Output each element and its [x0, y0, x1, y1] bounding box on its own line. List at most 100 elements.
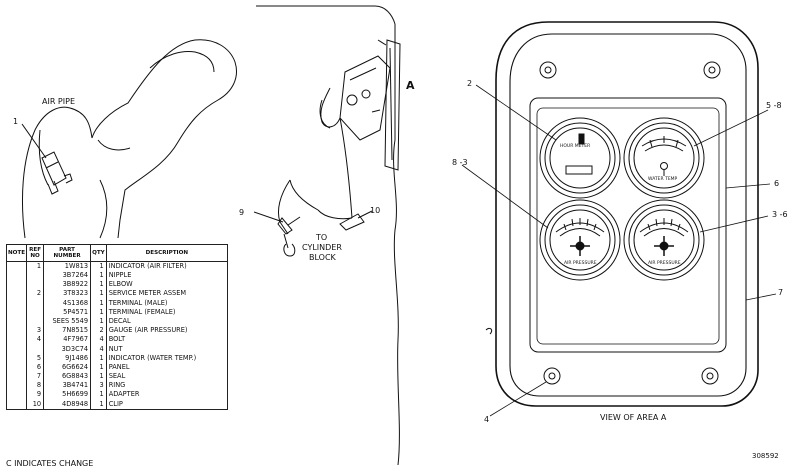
- cell-desc: INDICATOR (WATER TEMP.): [108, 353, 197, 362]
- cell-desc: TERMINAL (MALE): [108, 298, 168, 307]
- cell-qty: 1: [90, 261, 107, 272]
- header-ref-no: REF NO: [26, 244, 45, 262]
- cell-qty: 1: [90, 298, 107, 308]
- cell-desc: PANEL: [108, 362, 130, 371]
- cell-note: [6, 307, 28, 318]
- cell-part: 5P4571: [43, 307, 92, 318]
- callout-8-3: 8 -3: [452, 158, 468, 167]
- air-pressure-gauge-left: [539, 199, 621, 281]
- bracket-drawing: [256, 5, 401, 466]
- cell-ref: 8: [26, 381, 45, 391]
- cell-note: [6, 353, 28, 364]
- cell-part: 3T8323: [43, 289, 92, 299]
- cell-ref: 10: [26, 399, 45, 410]
- callout-4: 4: [484, 415, 490, 424]
- cell-note: [6, 363, 28, 373]
- cell-note: [6, 372, 28, 382]
- view-of-area-label: VIEW OF AREA A: [600, 413, 667, 422]
- gauge-panel-drawing: [495, 21, 759, 407]
- cell-part: 3B4741: [43, 381, 92, 391]
- cell-ref: 2: [26, 289, 45, 299]
- cell-ref: [26, 298, 45, 308]
- cell-note: [6, 344, 28, 354]
- cell-qty: 1: [90, 372, 107, 382]
- cell-part: 4F7967: [43, 335, 92, 345]
- drawing-number: 308592: [752, 452, 779, 460]
- cell-qty: 1: [90, 363, 107, 373]
- cell-desc: NIPPLE: [108, 271, 132, 280]
- loose-marker: [485, 327, 493, 335]
- cell-part: 1W813: [43, 261, 92, 272]
- cell-part: 3B7264: [43, 271, 92, 281]
- hour-meter-text: HOUR METER: [560, 144, 591, 149]
- air-pressure-gauge-right: [623, 199, 705, 281]
- cell-part: SEES 5549: [43, 317, 92, 327]
- cell-ref: 4: [26, 335, 45, 345]
- cell-desc: DECAL: [108, 316, 131, 325]
- cell-qty: 1: [90, 271, 107, 281]
- cell-desc: BOLT: [108, 335, 126, 344]
- cell-note: [6, 381, 28, 391]
- cell-ref: [26, 271, 45, 281]
- callout-6: 6: [774, 179, 780, 188]
- to-cylinder-block-line1: TO: [316, 233, 328, 242]
- cell-ref: [26, 280, 45, 290]
- cell-note: [6, 317, 28, 327]
- callout-leaders: [461, 84, 777, 417]
- cell-note: [6, 326, 28, 336]
- cell-ref: [26, 317, 45, 327]
- temp-sender-wire: [253, 117, 373, 257]
- header-qty: QTY: [90, 244, 107, 262]
- view-a-leader: [377, 39, 387, 46]
- parts-table: NOTE REF NO PART NUMBER QTY DESCRIPTION …: [5, 244, 229, 410]
- cell-note: [6, 390, 28, 400]
- cell-qty: 1: [90, 399, 107, 410]
- change-footnote: C INDICATES CHANGE: [6, 459, 94, 468]
- cell-part: 6G6624: [43, 363, 92, 373]
- cell-desc: SERVICE METER ASSEM: [108, 289, 187, 298]
- cell-ref: 1: [26, 261, 45, 272]
- callout-5-8: 5 -8: [766, 101, 782, 110]
- cell-ref: [26, 344, 45, 354]
- cell-qty: 3: [90, 381, 107, 391]
- cell-note: [6, 271, 28, 281]
- to-cylinder-block-line2: CYLINDER: [302, 243, 342, 252]
- panel-bolts: [539, 61, 721, 385]
- cell-qty: 1: [90, 390, 107, 400]
- air-pipe-label: AIR PIPE: [42, 97, 75, 106]
- air-pressure-left-text: AIR PRESSURE: [564, 261, 597, 266]
- cell-qty: 1: [90, 317, 107, 327]
- cell-qty: 4: [90, 344, 107, 354]
- cell-note: [6, 261, 28, 272]
- cell-note: [6, 289, 28, 299]
- parts-table-header: NOTE REF NO PART NUMBER QTY DESCRIPTION: [5, 244, 229, 262]
- cell-part: 4D8948: [43, 399, 92, 410]
- cell-ref: 3: [26, 326, 45, 336]
- cell-desc: RING: [108, 381, 126, 390]
- cell-qty: 2: [90, 326, 107, 336]
- cell-qty: 1: [90, 307, 107, 318]
- cell-desc: GAUGE (AIR PRESSURE): [108, 326, 188, 335]
- callout-2: 2: [467, 79, 473, 88]
- cell-qty: 1: [90, 289, 107, 299]
- cell-part: 5H6699: [43, 390, 92, 400]
- cell-note: [6, 399, 28, 410]
- water-temp-text: WATER TEMP: [648, 177, 678, 182]
- cell-desc: ADAPTER: [108, 390, 140, 399]
- cell-desc: ELBOW: [108, 280, 133, 289]
